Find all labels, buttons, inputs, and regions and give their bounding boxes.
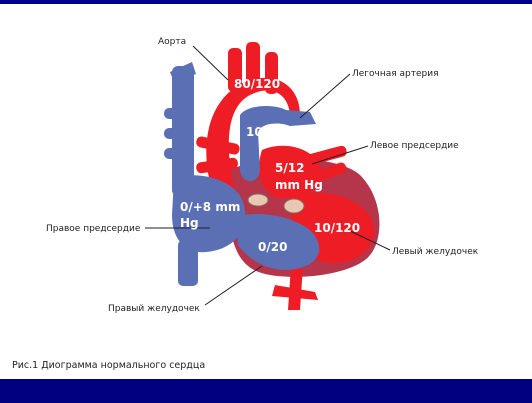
- pressure-right-ventricle: 0/20: [258, 240, 287, 254]
- label-left-ventricle: Левый желудочек: [392, 247, 479, 257]
- leader-right-ventricle: [205, 266, 262, 305]
- systemic-vein-3: [164, 148, 186, 159]
- inferior-vena-cava: [178, 240, 198, 286]
- pressure-right-atrium-2: Hg: [180, 216, 199, 230]
- bottom-bar: [0, 379, 532, 403]
- label-right-atrium: Правое предсердие: [46, 224, 141, 234]
- pressure-aorta: 80/120: [234, 77, 280, 91]
- pressure-right-atrium-1: 0/+8 mm: [180, 200, 240, 214]
- systemic-vein-1: [164, 108, 186, 119]
- figure-caption: Рис.1 Диограмма нормального сердца: [12, 360, 205, 371]
- label-left-atrium: Левое предсердие: [370, 141, 459, 151]
- aortic-valve: [248, 194, 268, 206]
- pressure-left-atrium-1: 5/12: [275, 161, 304, 175]
- heart-diagram: Аорта Легочная артерия Левое предсердие …: [0, 0, 532, 380]
- pressure-pulmonary-artery: 10/20: [246, 125, 284, 139]
- systemic-vein-2: [164, 128, 186, 139]
- mitral-valve: [284, 199, 304, 213]
- label-right-ventricle: Правый желудочек: [108, 304, 200, 314]
- pressure-left-atrium-2: mm Hg: [275, 178, 323, 192]
- leader-pulmonary-artery: [300, 74, 350, 118]
- leader-aorta: [193, 46, 228, 80]
- pressure-left-ventricle: 10/120: [314, 221, 360, 235]
- label-pulmonary-artery: Легочная артерия: [352, 69, 439, 79]
- label-aorta: Аорта: [158, 37, 186, 47]
